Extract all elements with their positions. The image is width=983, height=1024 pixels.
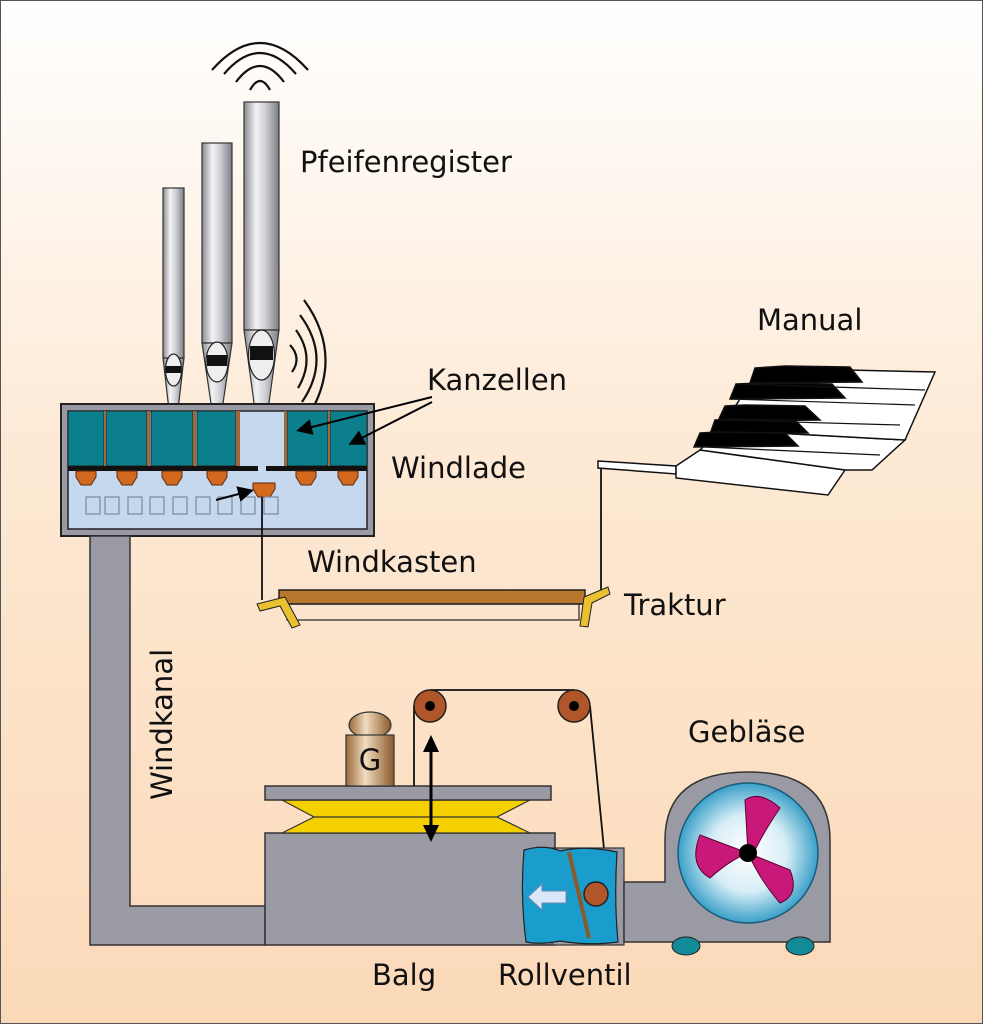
- windchest: [60, 403, 375, 537]
- pallet-valves: [75, 470, 359, 498]
- organ-pipe-medium: [201, 142, 233, 411]
- label-rollvalve: Rollventil: [498, 958, 632, 992]
- label-channels: Kanzellen: [427, 363, 567, 397]
- windbox: [256, 586, 611, 629]
- label-windduct: Windkanal: [145, 649, 179, 800]
- roll-valve: [521, 846, 625, 946]
- label-action: Traktur: [623, 588, 726, 622]
- weight: G: [345, 711, 395, 787]
- label-manual: Manual: [757, 303, 862, 337]
- pulley-system: [413, 689, 609, 891]
- bellows: [264, 735, 556, 946]
- tracker-linkage: [261, 467, 602, 600]
- label-pipes: Pfeifenregister: [300, 145, 512, 179]
- label-bellows: Balg: [372, 958, 436, 992]
- channels-pointer-arrows: [296, 396, 433, 445]
- organ-pipe-small: [162, 187, 185, 411]
- sound-waves-top: [211, 41, 309, 91]
- label-windchest: Windlade: [391, 451, 526, 485]
- blower: [623, 771, 831, 956]
- label-blower: Gebläse: [688, 715, 806, 749]
- organ-pipe-large: [243, 101, 280, 411]
- keyboard-manual: [597, 365, 937, 496]
- label-windbox: Windkasten: [307, 545, 477, 579]
- channels: [67, 410, 368, 467]
- weight-label: G: [359, 743, 381, 777]
